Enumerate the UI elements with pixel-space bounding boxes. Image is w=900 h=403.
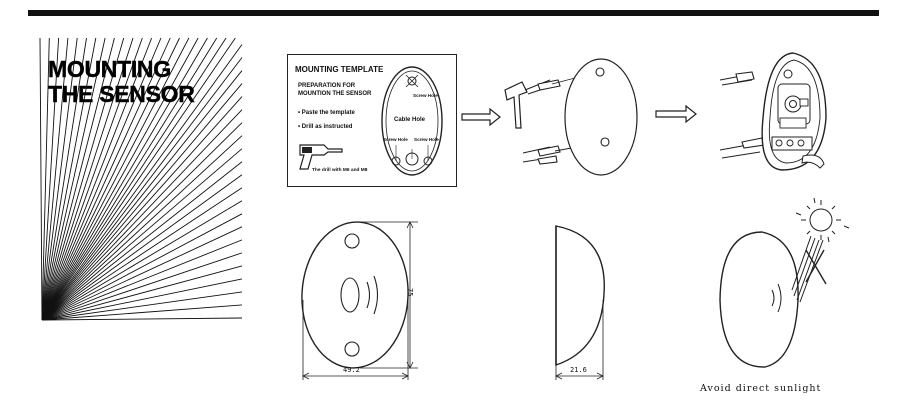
ray-line [41, 200, 243, 321]
ray-line [41, 37, 87, 321]
ray-line [41, 213, 243, 321]
ray-line [41, 44, 243, 321]
ray-line [41, 109, 243, 321]
template-drill-note: The drill with M6 and M8 [312, 168, 368, 173]
ray-line [41, 174, 243, 321]
ray-line [41, 37, 227, 321]
oval-label-center: Cable Hole [394, 117, 426, 123]
drill-icon [299, 144, 343, 170]
ray-line [39, 37, 43, 321]
oval-label-right: Screw Hole [414, 137, 439, 142]
hammer-icon [504, 81, 528, 129]
ray-line [41, 37, 69, 321]
ray-line [41, 122, 243, 321]
dimension-depth-label: 21.6 [570, 366, 587, 374]
arrow-right-icon [655, 104, 697, 124]
front-dimension-lines [302, 221, 418, 380]
ray-line [41, 96, 243, 321]
oval-label-top: Screw Hole [413, 93, 438, 98]
ray-line [41, 161, 243, 321]
sensor-sunlight-warning [719, 231, 799, 368]
ray-line [41, 37, 218, 321]
sensor-front-view [301, 221, 409, 369]
wall-plug-icon [537, 79, 561, 165]
sun-rays-crossed [791, 235, 827, 303]
radiating-lines-graphic [39, 37, 243, 321]
ray-line [41, 37, 50, 321]
template-bullet-2-text: Drill as instructed [301, 124, 353, 130]
sensor-side-profile [555, 225, 605, 366]
ray-line [41, 37, 115, 321]
ray-line [41, 252, 243, 321]
mounting-base [564, 58, 638, 176]
ray-line [41, 265, 243, 321]
ray-line [41, 37, 134, 321]
ray-line [41, 83, 243, 321]
ray-line [41, 37, 199, 321]
arrow-right-icon [461, 107, 501, 127]
sunlight-caption: Avoid direct sunlight [700, 383, 822, 394]
screw-icon [719, 71, 765, 159]
dimension-height-label: 75 [406, 288, 414, 297]
template-prep-line-1: PREPARATION FOR [298, 83, 356, 89]
ray-line [41, 57, 243, 321]
ray-line [41, 37, 97, 321]
ray-line [41, 278, 243, 321]
ray-line [41, 37, 162, 321]
section-title: MOUNTING THE SENSOR [48, 56, 195, 107]
template-title: MOUNTING TEMPLATE [295, 65, 384, 74]
title-line-2: THE SENSOR [48, 81, 195, 107]
ray-line [41, 37, 60, 321]
ray-line [41, 304, 243, 321]
ray-line [41, 37, 236, 321]
ray-line [41, 37, 125, 321]
ray-line [41, 37, 208, 321]
ray-line [41, 37, 180, 321]
ray-line [41, 317, 243, 321]
ray-line [41, 239, 243, 321]
ray-line [41, 226, 243, 321]
ray-line [41, 37, 106, 321]
ray-line [41, 291, 243, 321]
ray-line [41, 70, 243, 321]
ray-line [41, 135, 243, 321]
dimension-width-label: 49.2 [343, 366, 360, 374]
sun-icon [795, 197, 850, 243]
ray-line [41, 148, 243, 321]
ray-line [41, 37, 143, 321]
mounting-template-card: MOUNTING TEMPLATE PREPARATION FOR MOUNTI… [287, 54, 457, 187]
template-prep-line-2: MOUNTION THE SENSOR [298, 91, 372, 97]
template-bullet-2: • Drill as instructed [298, 124, 353, 130]
title-line-1: MOUNTING [48, 56, 172, 82]
template-oval-diagram: Screw Hole Cable Hole Screw Hole Screw H… [381, 66, 443, 176]
screw-icon [522, 79, 553, 163]
template-bullet-1: • Paste the template [298, 110, 355, 116]
ray-line [41, 37, 153, 321]
top-divider-bar [28, 10, 879, 16]
template-bullet-1-text: Paste the template [301, 110, 355, 116]
ray-line [41, 187, 243, 321]
ray-line [41, 37, 190, 321]
ray-line [41, 37, 78, 321]
sensor-open-back [761, 52, 827, 171]
oval-label-left: Screw Hole [383, 137, 408, 142]
ray-line [41, 37, 171, 321]
